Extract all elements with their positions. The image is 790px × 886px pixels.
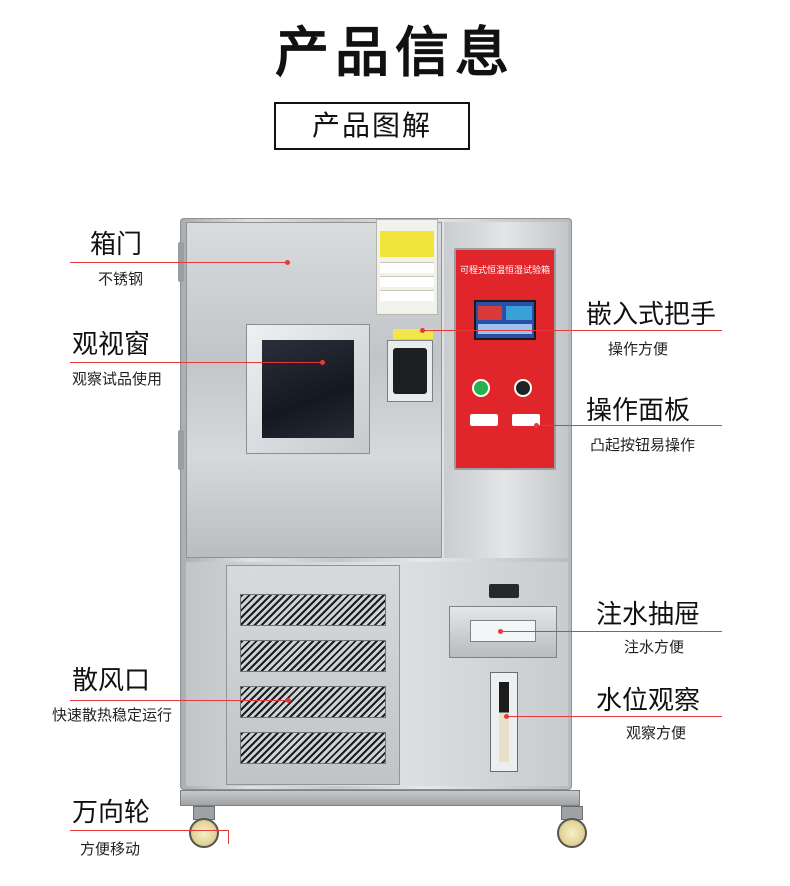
port-icon <box>470 414 498 426</box>
control-panel-title: 可程式恒温恒湿试验箱 <box>459 266 550 276</box>
viewing-window-glass <box>262 340 354 438</box>
brand-logo-icon <box>489 584 519 598</box>
label-gauge: 水位观察 <box>596 686 701 716</box>
label-handle-desc: 操作方便 <box>608 340 669 358</box>
leader-line-caster-tick <box>228 830 229 844</box>
leader-dot <box>504 714 509 719</box>
section-subtitle: 产品图解 <box>274 102 470 150</box>
label-vent: 散风口 <box>72 666 151 696</box>
recessed-handle <box>393 348 427 394</box>
label-panel-desc: 凸起按钮易操作 <box>590 436 696 454</box>
leader-dot <box>285 260 290 265</box>
label-gauge-desc: 观察方便 <box>626 724 687 742</box>
leader-line-door <box>70 262 288 263</box>
handle-tag <box>393 329 433 339</box>
label-window-desc: 观察试品使用 <box>72 370 163 388</box>
leader-line-panel <box>536 425 722 426</box>
cabinet-base <box>180 790 580 806</box>
leader-line-window <box>70 362 322 363</box>
leader-line-handle <box>422 330 722 331</box>
leader-dot <box>286 698 291 703</box>
caster-wheel-icon <box>557 818 587 848</box>
power-button-icon <box>472 379 490 397</box>
leader-dot <box>498 629 503 634</box>
alarm-button-icon <box>514 379 532 397</box>
screen-readout-right <box>506 306 532 320</box>
screen-readout-left <box>478 306 502 320</box>
page-title: 产品信息 <box>275 21 515 84</box>
screen-bar <box>478 324 532 334</box>
label-caster: 万向轮 <box>72 798 151 828</box>
leader-line-gauge <box>506 716 722 717</box>
label-door-desc: 不锈钢 <box>98 270 144 288</box>
warning-label-yellow <box>380 231 434 257</box>
leader-line-vent <box>70 700 288 701</box>
label-drawer: 注水抽屉 <box>596 600 701 630</box>
vent-grille <box>240 594 386 626</box>
leader-line-drawer <box>500 631 722 632</box>
port-icon <box>512 414 540 426</box>
caster-wheel-icon <box>189 818 219 848</box>
warning-label-row <box>380 276 434 287</box>
warning-label-row <box>380 290 434 301</box>
label-handle: 嵌入式把手 <box>586 300 717 330</box>
leader-dot <box>534 423 539 428</box>
water-level-tube <box>499 682 509 762</box>
vent-grille <box>240 732 386 764</box>
label-door: 箱门 <box>90 230 143 260</box>
vent-grille <box>240 686 386 718</box>
warning-label-row <box>380 262 434 273</box>
leader-line-caster <box>70 830 228 831</box>
leader-dot <box>420 328 425 333</box>
label-drawer-desc: 注水方便 <box>624 638 685 656</box>
label-panel: 操作面板 <box>586 396 691 426</box>
label-vent-desc: 快速散热稳定运行 <box>52 706 173 724</box>
control-panel <box>454 248 556 470</box>
vent-grille <box>240 640 386 672</box>
label-window: 观视窗 <box>72 330 151 360</box>
door-hinge-bottom <box>178 430 184 470</box>
label-caster-desc: 方便移动 <box>80 840 141 858</box>
leader-dot <box>320 360 325 365</box>
